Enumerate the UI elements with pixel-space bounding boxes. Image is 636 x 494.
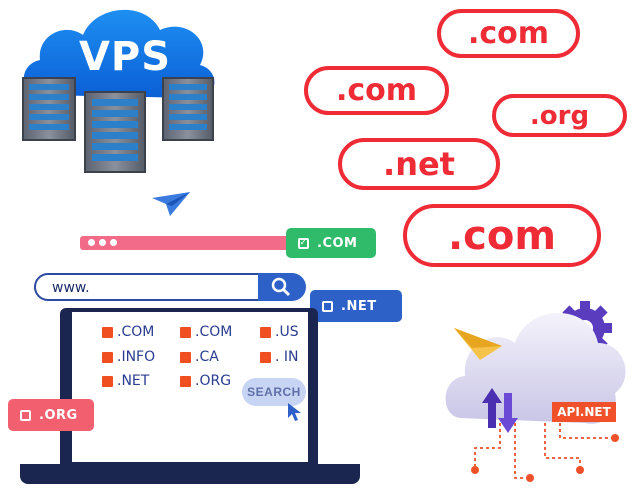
cursor-icon [288, 403, 301, 421]
url-text: www. [52, 280, 90, 296]
domain-option[interactable]: . IN [260, 349, 299, 365]
api-cloud-illustration [445, 301, 626, 482]
tag-org-label: .ORG [39, 407, 78, 423]
laptop-base [20, 464, 360, 484]
checkbox-icon [322, 300, 333, 312]
sync-arrows-icon [482, 388, 518, 433]
browser-title-bar [80, 236, 290, 250]
tag-org: .ORG [8, 399, 94, 431]
tag-com: ✓ .COM [286, 228, 376, 258]
window-dot [110, 239, 117, 246]
tag-net-label: .NET [341, 298, 377, 314]
window-dot [88, 239, 95, 246]
checkbox-icon [20, 409, 31, 421]
domain-option[interactable]: .COM [102, 324, 154, 340]
domain-pill-net: .net [338, 138, 500, 190]
url-search-bar[interactable]: www. [34, 273, 306, 301]
domain-pill-org: .org [492, 94, 627, 137]
window-dot [99, 239, 106, 246]
paper-plane-icon [152, 192, 190, 216]
domain-option[interactable]: .ORG [180, 373, 231, 389]
domain-option[interactable]: .US [260, 324, 299, 340]
vps-cloud-illustration [22, 9, 215, 173]
tag-com-label: .COM [317, 235, 358, 251]
domain-pill-com-2: .com [304, 66, 449, 115]
checkbox-checked-icon: ✓ [298, 237, 309, 249]
tag-net: .NET [310, 290, 402, 322]
search-button[interactable] [258, 273, 306, 301]
domain-option[interactable]: .NET [102, 373, 149, 389]
vps-label: VPS [78, 34, 172, 80]
domain-pill-com-1: .com [437, 9, 580, 58]
domain-option[interactable]: .CA [180, 349, 219, 365]
screen-search-button[interactable]: SEARCH [242, 378, 306, 406]
paper-plane-icon [454, 328, 502, 360]
tag-api-net: API.NET [552, 402, 616, 422]
domain-pill-com-3: .com [403, 204, 601, 267]
domain-option[interactable]: .COM [180, 324, 232, 340]
search-icon [271, 277, 291, 297]
domain-option[interactable]: .INFO [102, 349, 155, 365]
